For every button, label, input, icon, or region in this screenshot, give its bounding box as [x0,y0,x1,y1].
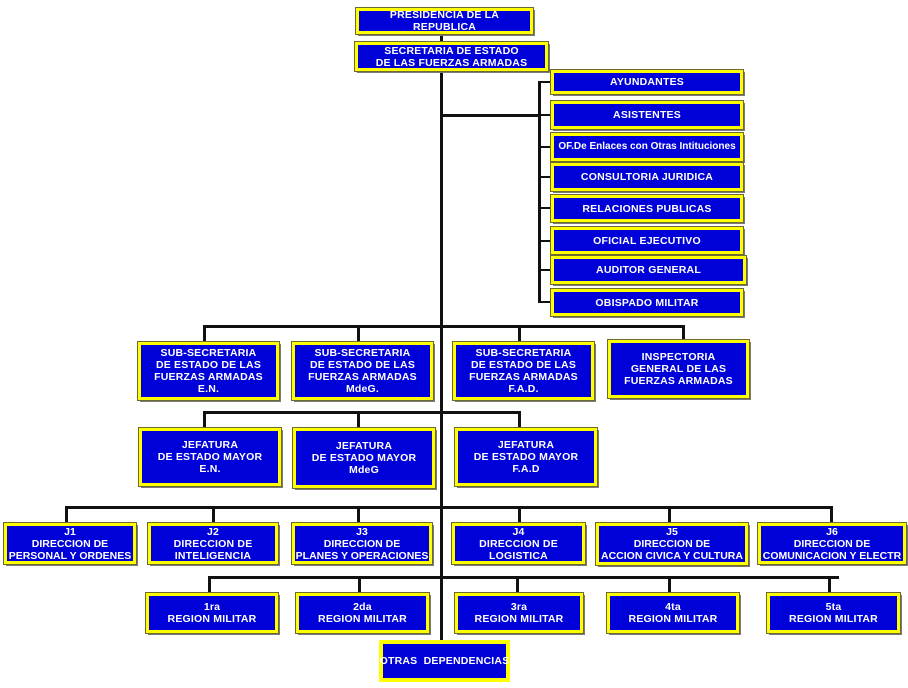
node-region-5: 5ta REGION MILITAR [766,592,901,634]
node-subsecretaria-en: SUB-SECRETARIA DE ESTADO DE LAS FUERZAS … [137,341,280,401]
connector-staff-tick [538,146,552,148]
node-jefatura-en: JEFATURA DE ESTADO MAYOR E.N. [138,427,282,487]
connector-staff-tick [538,207,552,209]
node-staff-obispado: OBISPADO MILITAR [550,288,744,317]
connector-jef-drop [518,411,521,428]
node-subsecretaria-fad: SUB-SECRETARIA DE ESTADO DE LAS FUERZAS … [452,341,595,401]
connector-staff-tick [538,176,552,178]
node-direccion-j2: J2 DIRECCION DE INTELIGENCIA [147,522,279,565]
node-direccion-j4: J4 DIRECCION DE LOGISTICA [451,522,586,565]
connector-sub-drop [203,325,206,342]
connector-reg-drop [828,576,831,593]
node-direccion-j1: J1 DIRECCION DE PERSONAL Y ORDENES [3,522,137,565]
connector-dir-bar [65,506,832,509]
connector-jef-drop [357,411,360,428]
connector-reg-bar [208,576,839,579]
connector-dir-drop [212,506,215,523]
connector-dir-drop [830,506,833,523]
node-staff-ayundantes: AYUNDANTES [550,69,744,95]
node-jefatura-mdeg: JEFATURA DE ESTADO MAYOR MdeG [292,427,436,489]
connector-dir-drop [668,506,671,523]
node-region-4: 4ta REGION MILITAR [606,592,740,634]
node-subsecretaria-mdeg: SUB-SECRETARIA DE ESTADO DE LAS FUERZAS … [291,341,434,401]
node-staff-enlaces: OF.De Enlaces con Otras Intituciones [550,132,744,162]
connector-staff-bracket [538,81,541,303]
connector-staff-tick [538,240,552,242]
connector-sub-drop [357,325,360,342]
node-presidencia: PRESIDENCIA DE LA REPUBLICA [355,7,534,35]
connector-staff-tick [538,269,552,271]
node-direccion-j6: J6 DIRECCION DE COMUNICACION Y ELECTR [757,522,907,565]
node-staff-consultoria: CONSULTORIA JURIDICA [550,162,744,192]
connector-reg-drop [208,576,211,593]
node-staff-oficial-ejecutivo: OFICIAL EJECUTIVO [550,226,744,255]
connector-sub-bar [203,325,685,328]
connector-sub-drop [682,325,685,342]
connector-jef-bar [203,411,521,414]
node-staff-asistentes: ASISTENTES [550,100,744,130]
node-direccion-j5: J5 DIRECCION DE ACCION CIVICA Y CULTURA [595,522,749,566]
connector-dir-drop [518,506,521,523]
node-staff-relaciones: RELACIONES PUBLICAS [550,194,744,223]
connector-staff-tick [538,81,552,83]
node-region-2: 2da REGION MILITAR [295,592,430,634]
connector-reg-drop [358,576,361,593]
node-otras-dependencias: OTRAS DEPENDENCIAS [379,640,510,682]
node-region-1: 1ra REGION MILITAR [145,592,279,634]
node-jefatura-fad: JEFATURA DE ESTADO MAYOR F.A.D [454,427,598,487]
connector-staff-tick [538,301,552,303]
connector-sub-drop [518,325,521,342]
connector-dir-drop [357,506,360,523]
connector-jef-drop [203,411,206,428]
connector-dir-drop [65,506,68,523]
connector-staff-branch [440,114,541,117]
connector-reg-drop [516,576,519,593]
connector-main-trunk [440,33,443,663]
node-secretaria: SECRETARIA DE ESTADO DE LAS FUERZAS ARMA… [354,41,549,72]
node-region-3: 3ra REGION MILITAR [454,592,584,634]
node-direccion-j3: J3 DIRECCION DE PLANES Y OPERACIONES [291,522,433,565]
node-inspectoria: INSPECTORIA GENERAL DE LAS FUERZAS ARMAD… [607,339,750,399]
connector-reg-drop [668,576,671,593]
connector-staff-tick [538,114,552,116]
node-staff-auditor: AUDITOR GENERAL [550,255,747,285]
